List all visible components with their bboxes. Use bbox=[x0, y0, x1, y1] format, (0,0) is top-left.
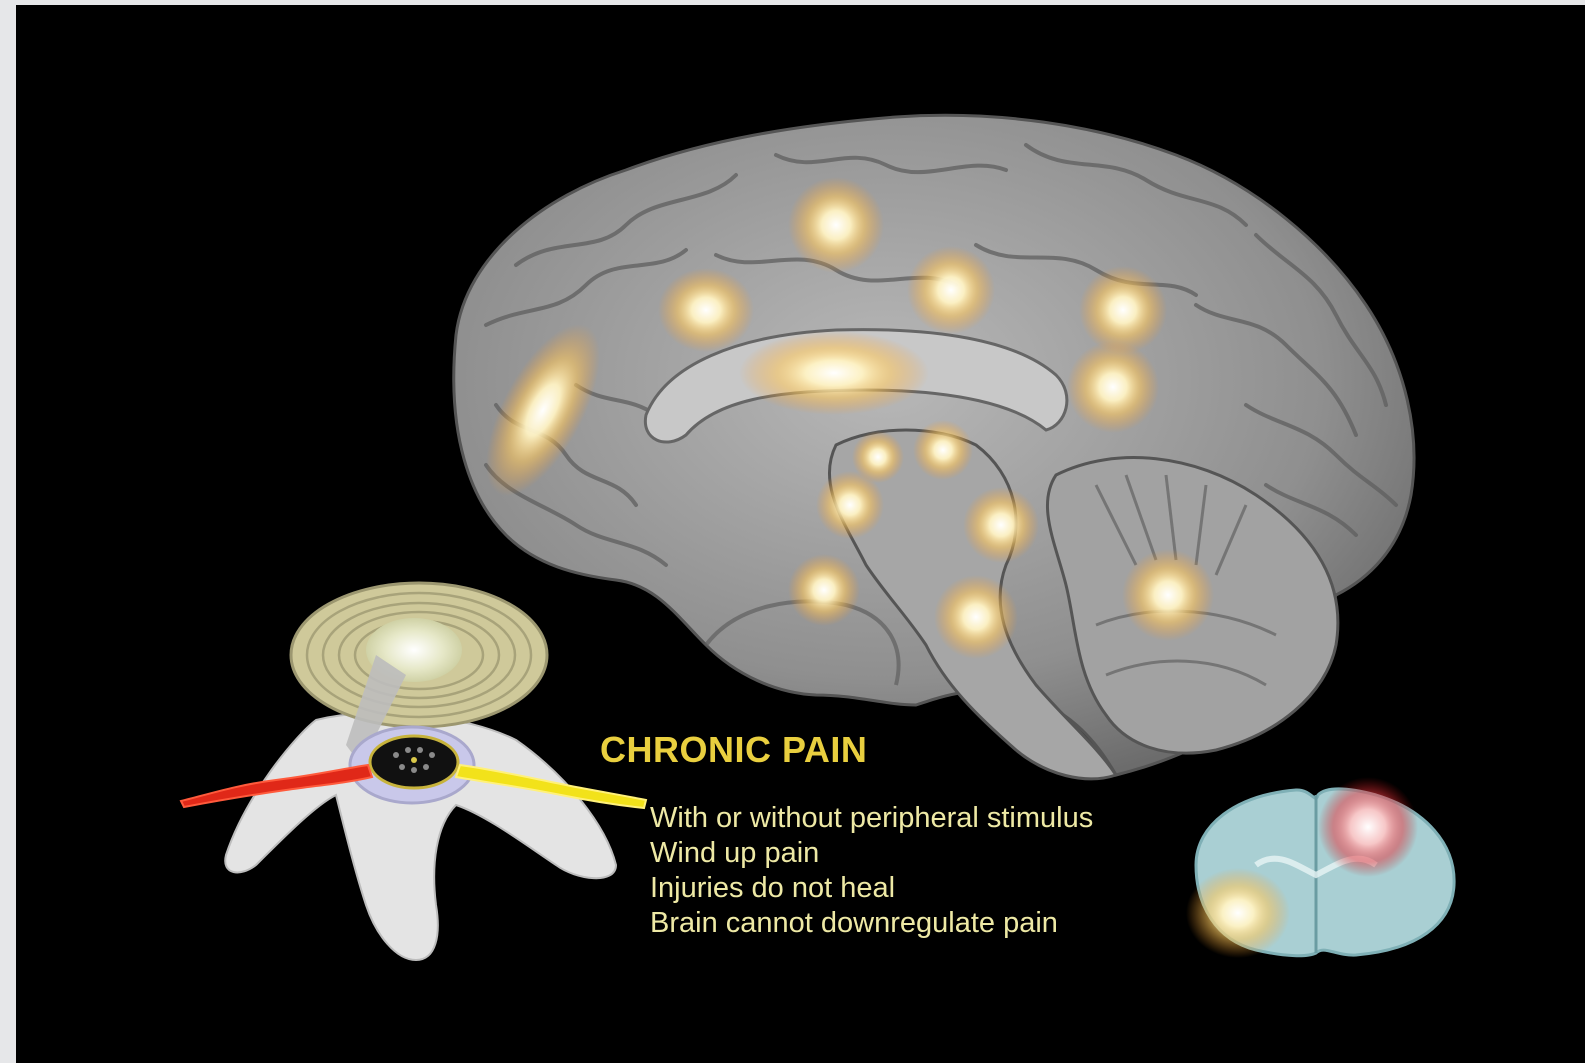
ventral-horn-activation bbox=[1186, 868, 1290, 958]
slide-title: CHRONIC PAIN bbox=[600, 729, 867, 771]
spinal-cord-cross-section bbox=[1186, 777, 1454, 958]
bullet-item: Wind up pain bbox=[650, 836, 1093, 871]
bullet-list: With or without peripheral stimulus Wind… bbox=[650, 801, 1093, 941]
vertebra-illustration bbox=[181, 583, 646, 960]
slide: CHRONIC PAIN With or without peripheral … bbox=[16, 5, 1585, 1063]
dorsal-horn-activation bbox=[1318, 777, 1418, 877]
bullet-item: Injuries do not heal bbox=[650, 871, 1093, 906]
bullet-item: Brain cannot downregulate pain bbox=[650, 906, 1093, 941]
bullet-item: With or without peripheral stimulus bbox=[650, 801, 1093, 836]
brain-illustration bbox=[454, 115, 1414, 779]
